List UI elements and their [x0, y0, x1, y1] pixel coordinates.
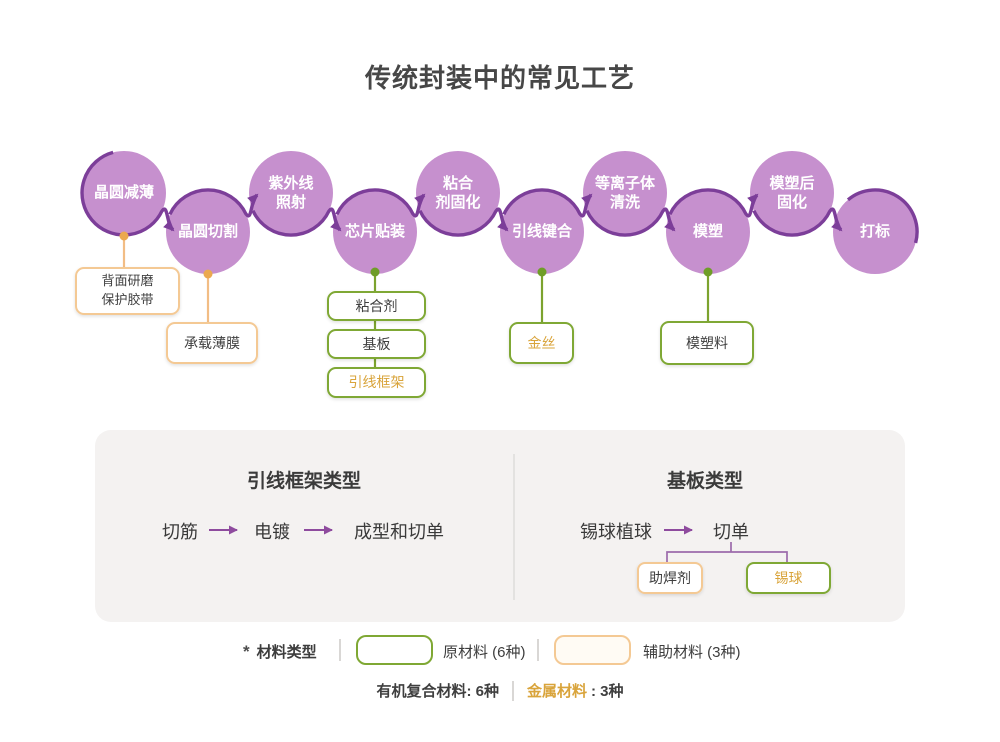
- box-solder-ball: [746, 562, 831, 594]
- step-label-wafer-thinning: 晶圆减薄: [93, 184, 154, 202]
- flow-arrows: [160, 193, 843, 232]
- substrate-step-singulate: 切单: [713, 522, 749, 542]
- box-substrate: [327, 329, 426, 359]
- panel-material-boxes: [637, 562, 831, 594]
- legend-material-type-label: 材料类型: [256, 643, 317, 661]
- leadframe-step-trim: 切筋: [162, 522, 198, 542]
- label-lead-frame: 引线框架: [348, 374, 405, 391]
- circle-plasma-cleaning: [583, 151, 667, 235]
- process-circles: [82, 151, 917, 274]
- legend-material-counts: 有机复合材料: 6种 金属材料 : 3种: [0, 680, 1000, 701]
- legend-swatch-raw: [356, 635, 433, 665]
- connector-dot-green: [703, 267, 713, 277]
- circle-adhesive-curing: [416, 151, 500, 235]
- legend-swatches: [339, 635, 631, 665]
- box-flux: [637, 562, 703, 594]
- connector-dot-green: [537, 267, 547, 277]
- step-label-post-mold-cure: 模塑后 固化: [769, 174, 815, 212]
- label-adhesive: 粘合剂: [355, 297, 398, 314]
- label-substrate: 基板: [362, 335, 391, 352]
- legend-material-type: * 材料类型: [243, 640, 317, 662]
- step-label-adhesive-curing: 粘合 剂固化: [435, 174, 481, 212]
- connector-dot-orange: [119, 231, 129, 241]
- step-label-marking: 打标: [859, 223, 890, 241]
- step-label-molding: 模塑: [692, 223, 723, 241]
- label-molding-compound: 模塑料: [686, 334, 728, 351]
- substrate-bracket: [666, 542, 788, 563]
- label-solder-ball: 锡球: [774, 569, 803, 586]
- substrate-types-title: 基板类型: [666, 471, 743, 492]
- circle-wafer-dicing: [166, 190, 250, 274]
- box-lead-frame: [327, 367, 426, 398]
- step-label-plasma-cleaning: 等离子体 清洗: [594, 174, 655, 212]
- box-carrier-film: [166, 322, 258, 364]
- connector-dot-orange: [203, 269, 213, 279]
- legend-divider: [511, 680, 514, 701]
- legend-swatch-aux: [554, 635, 631, 665]
- page-title: 传统封装中的常见工艺: [364, 63, 635, 93]
- circle-wire-bonding: [500, 190, 584, 274]
- legend-aux-materials: 辅助材料 (3种): [643, 644, 741, 661]
- circle-wafer-thinning: [82, 151, 166, 235]
- circle-post-mold-cure: [750, 151, 834, 235]
- label-carrier-film: 承载薄膜: [184, 334, 240, 351]
- asterisk-icon: *: [243, 642, 250, 661]
- step-label-uv-irradiation: 紫外线 照射: [268, 174, 314, 212]
- box-molding-compound: [660, 321, 754, 365]
- leadframe-step-plating: 电镀: [254, 522, 290, 542]
- box-backgrind-tape: [75, 267, 180, 315]
- circle-die-attach: [333, 190, 417, 274]
- legend-metal-count: : 3种: [591, 683, 624, 700]
- connector-dot-green: [370, 267, 380, 277]
- leadframe-types-title: 引线框架类型: [246, 471, 361, 492]
- circle-uv-irradiation: [249, 151, 333, 235]
- label-backgrind-tape: 背面研磨 保护胶带: [101, 273, 154, 307]
- circle-marking: [833, 190, 917, 274]
- flow-arcs: [80, 150, 919, 244]
- legend-raw-materials: 原材料 (6种): [443, 644, 526, 661]
- step-label-die-attach: 芯片贴装: [344, 223, 405, 241]
- legend-metal-label: 金属材料: [526, 683, 587, 700]
- material-boxes: [75, 267, 754, 398]
- label-gold-wire: 金丝: [527, 334, 556, 351]
- box-gold-wire: [509, 322, 574, 364]
- substrate-step-ball-mount: 锡球植球: [580, 522, 652, 542]
- box-adhesive: [327, 291, 426, 321]
- label-flux: 助焊剂: [649, 569, 691, 586]
- legend-organic-count: 有机复合材料: 6种: [376, 683, 499, 700]
- step-label-wafer-dicing: 晶圆切割: [177, 223, 238, 241]
- step-label-wire-bonding: 引线键合: [511, 223, 572, 241]
- circle-molding: [666, 190, 750, 274]
- leadframe-step-form-singulate: 成型和切单: [354, 522, 444, 542]
